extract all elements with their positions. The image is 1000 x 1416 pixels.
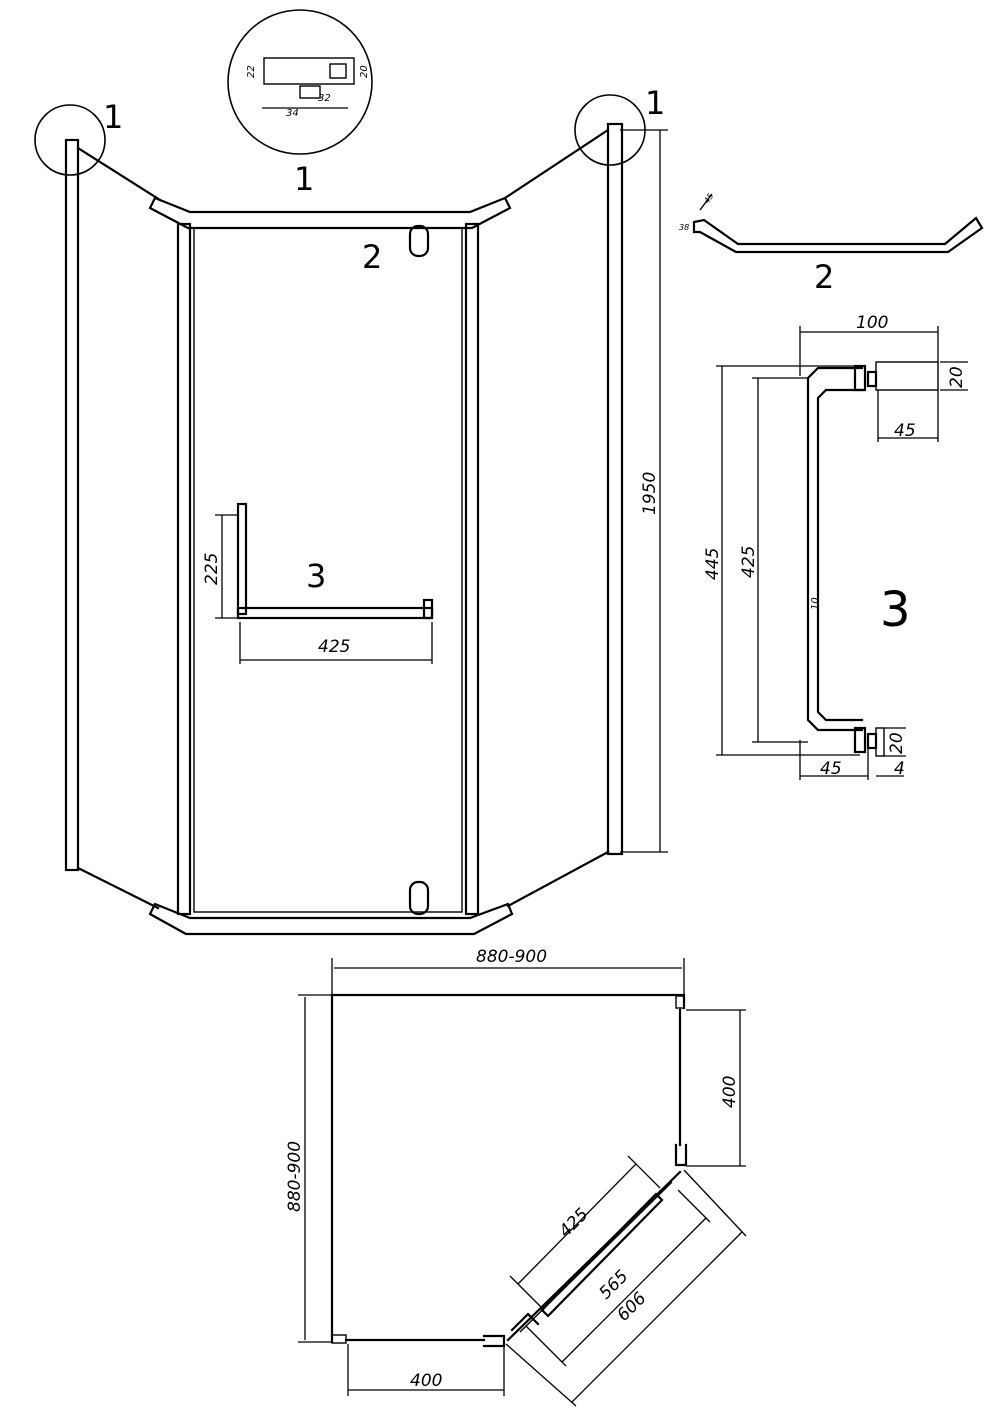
plan-handle-dim-line <box>517 1163 637 1285</box>
dim-tick <box>627 1155 661 1189</box>
profile-dim-20: 20 <box>359 65 370 78</box>
callout-profile-right: 1 <box>645 84 665 122</box>
left-panel-top-edge <box>76 146 162 202</box>
rail-profile-shape <box>692 216 984 254</box>
callout-handle-label: 3 <box>306 557 326 595</box>
right-wall-profile <box>606 122 624 856</box>
handle-vertical-post <box>236 502 248 616</box>
handle-mount-top-dim: 20 <box>947 366 967 388</box>
plan-bottom-post <box>482 1334 506 1348</box>
plan-door-dim-line <box>561 1217 707 1363</box>
handle-bottom-stud <box>866 732 878 750</box>
plan-side-right-dim: 400 <box>720 1076 740 1108</box>
bottom-hinge <box>408 880 430 916</box>
dim-tick <box>683 1169 747 1237</box>
profile-dim-22: 22 <box>246 65 257 78</box>
handle-side-dim: 225 <box>202 553 222 585</box>
handle-overall-dim: 445 <box>703 548 723 580</box>
profile-outline <box>263 57 355 85</box>
plan-front-dim-line <box>571 1231 743 1403</box>
door-handle <box>215 502 434 664</box>
right-panel-bottom-edge <box>506 850 610 908</box>
handle-bottom-plate <box>875 727 885 757</box>
handle-top-cap <box>853 364 867 392</box>
handle-plate-dim: 4 <box>894 759 905 779</box>
handle-length-dim: 425 <box>318 637 350 657</box>
handle-end-mount <box>422 598 434 620</box>
detail-profile-circle <box>227 9 373 155</box>
handle-inner-dim: 425 <box>739 546 759 578</box>
handle-bar <box>236 606 434 620</box>
handle-body-outer <box>806 366 864 732</box>
plan-bottom-wall-bracket <box>331 1334 347 1344</box>
plan-door-hinge <box>510 1312 540 1332</box>
plan-right-post <box>674 1143 688 1167</box>
height-dim: 1950 <box>640 472 660 515</box>
handle-mount-bottom-dim: 20 <box>887 732 907 754</box>
handle-mount-depth-top-dim: 45 <box>894 421 916 441</box>
callout-profile-detail-label: 1 <box>294 160 314 198</box>
handle-body-inner <box>816 388 864 722</box>
handle-bottom-cap <box>853 726 867 754</box>
callout-profile-left: 1 <box>103 98 123 136</box>
handle-top-mount <box>875 361 939 391</box>
rail-dim-38: 38 <box>679 223 689 232</box>
plan-door-handle <box>540 1192 664 1318</box>
plan-right-wall-bracket <box>675 995 685 1009</box>
dim-tick <box>677 1189 711 1223</box>
door-left-post <box>176 222 192 916</box>
profile-dim-32: 32 <box>318 93 331 104</box>
profile-lip <box>299 85 321 99</box>
plan-view: 880-900 880-900 400 400 425 565 606 <box>285 947 747 1407</box>
isometric-view: 225 425 3 2 1950 1 1 <box>34 84 668 936</box>
top-hinge <box>408 224 430 258</box>
dim-tick <box>509 1275 545 1311</box>
door-panel <box>193 227 463 913</box>
right-panel-top-edge <box>503 128 610 200</box>
callout-handle-detail-label: 3 <box>880 582 911 638</box>
door-right-post <box>464 222 480 916</box>
callout-top-rail-label: 2 <box>362 238 382 276</box>
plan-handle-dim: 425 <box>555 1204 592 1241</box>
handle-offset-dim: 100 <box>856 313 888 333</box>
detail-top-rail: 38 45 2 <box>679 192 984 296</box>
top-rail <box>148 196 512 230</box>
plan-side-bottom-dim: 400 <box>410 1371 442 1391</box>
handle-top-stud <box>866 370 878 388</box>
bottom-rail <box>148 902 514 936</box>
callout-circle-right <box>574 94 646 166</box>
callout-top-rail-detail-label: 2 <box>814 258 834 296</box>
detail-profile: 22 20 34 32 1 <box>227 9 373 198</box>
dim-tick <box>525 1325 567 1367</box>
plan-depth-dim: 880-900 <box>285 1141 305 1212</box>
profile-channel <box>329 63 347 79</box>
rail-dim-45: 45 <box>702 192 715 206</box>
handle-diameter-dim: 10 <box>810 597 821 610</box>
rail-dim-leader <box>699 193 713 211</box>
left-panel-bottom-edge <box>76 866 160 910</box>
left-wall-profile <box>64 138 80 872</box>
handle-mount-depth-bottom-dim: 45 <box>820 759 842 779</box>
plan-width-dim: 880-900 <box>476 947 547 967</box>
callout-circle-left <box>34 104 106 176</box>
profile-dim-34: 34 <box>286 108 299 119</box>
detail-handle: 100 20 45 445 425 10 20 45 4 3 <box>703 313 968 780</box>
dim-tick <box>505 1343 577 1407</box>
